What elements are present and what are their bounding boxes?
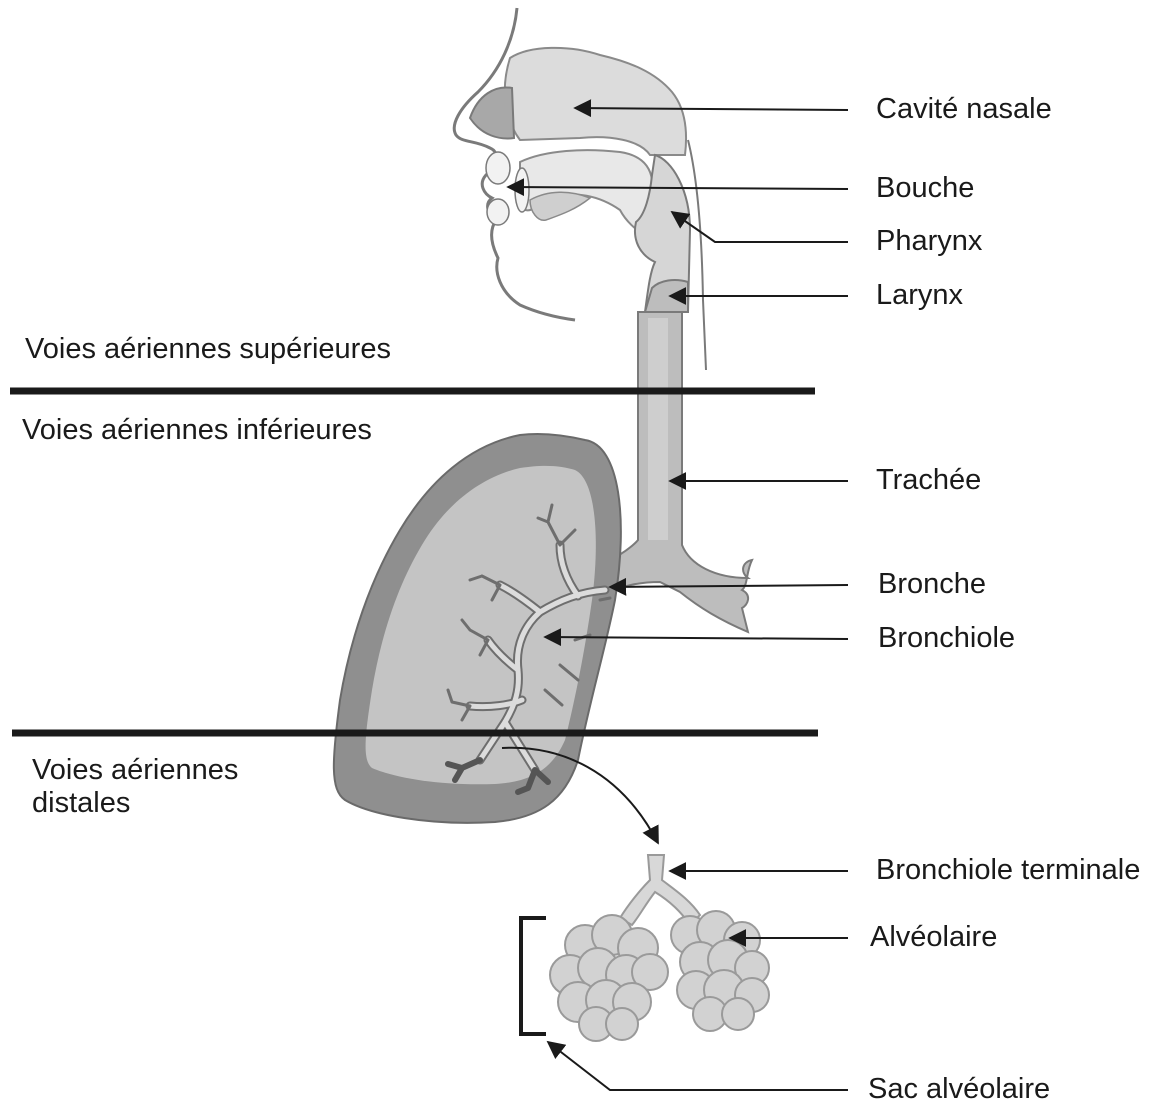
alveoli-cluster [550, 855, 769, 1041]
lung [334, 434, 621, 823]
lung-inner [366, 466, 596, 784]
label-larynx: Larynx [876, 279, 963, 312]
label-bronchus: Bronche [878, 568, 986, 601]
leader-bronchus [610, 585, 848, 587]
terminal-bronchiole-shape [620, 855, 700, 925]
label-nasal-cavity: Cavité nasale [876, 93, 1052, 126]
nasal-cavity-shape [505, 48, 686, 155]
label-trachea: Trachée [876, 464, 981, 497]
tongue [530, 192, 590, 220]
label-alveolus: Alvéolaire [870, 921, 997, 954]
alveolar-sac-bracket [521, 918, 546, 1034]
neck-back-line [688, 140, 706, 370]
label-mouth: Bouche [876, 172, 974, 205]
zone-label-lower: Voies aériennes inférieures [22, 414, 372, 447]
leader-alveolar-sac [548, 1042, 848, 1090]
zone-label-upper: Voies aériennes supérieures [25, 333, 391, 366]
label-bronchiole: Bronchiole [878, 622, 1015, 655]
label-alveolar-sac: Sac alvéolaire [868, 1073, 1050, 1106]
label-terminal-bronchiole: Bronchiole terminale [876, 854, 1140, 887]
label-pharynx: Pharynx [876, 225, 982, 258]
trachea-highlight [648, 318, 668, 540]
zone-label-distal: Voies aériennes distales [32, 754, 292, 821]
